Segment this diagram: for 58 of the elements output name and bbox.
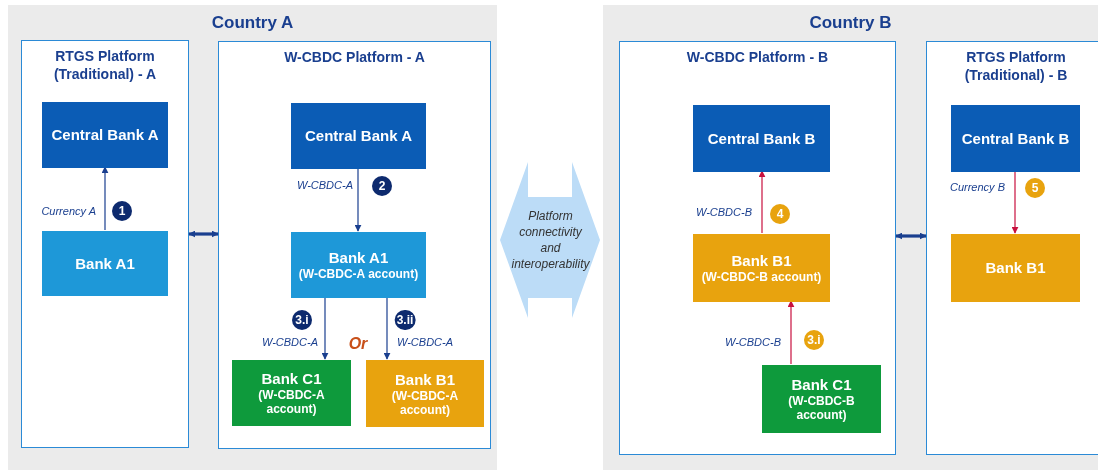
platform-panel xyxy=(218,41,491,449)
or-label: Or xyxy=(348,335,368,353)
arrow xyxy=(895,232,927,240)
bank-box xyxy=(693,234,830,302)
connectivity-text: Platform connectivity and interoperability xyxy=(510,208,591,272)
edge-label: Currency A xyxy=(40,205,97,217)
account-type: (W-CBDC-A account) xyxy=(297,267,420,281)
arrow xyxy=(383,296,391,360)
bank-name: Bank C1 xyxy=(791,376,852,394)
account-type: (W-CBDC-A account) xyxy=(390,388,460,417)
bank-box xyxy=(42,231,168,296)
arrow xyxy=(787,300,795,365)
platform-title: W-CBDC Platform - B xyxy=(685,48,830,66)
bank-box xyxy=(291,103,426,169)
edge-label: W-CBDC-B xyxy=(695,206,753,218)
edge-label: W-CBDC-A xyxy=(261,336,319,348)
bank-name: Bank A1 xyxy=(328,249,389,267)
bank-box xyxy=(951,234,1080,302)
bank-name: Bank B1 xyxy=(395,370,455,389)
edge-label: W-CBDC-A xyxy=(396,336,454,348)
bank-name: Bank B1 xyxy=(985,259,1046,277)
arrow xyxy=(101,166,109,231)
arrow xyxy=(758,170,766,234)
bank-box xyxy=(291,232,426,298)
bank-box xyxy=(693,105,830,172)
platform-panel xyxy=(926,41,1098,455)
bank-box xyxy=(366,360,484,427)
connectivity-double-arrow xyxy=(500,160,601,320)
bank-name: Central Bank B xyxy=(707,129,816,148)
platform-panel xyxy=(21,40,189,448)
edge-label: Currency B xyxy=(948,181,1006,193)
account-type: (W-CBDC-B account) xyxy=(787,394,856,422)
platform-title: RTGS Platform (Traditional) - A xyxy=(52,47,158,83)
bank-box xyxy=(42,102,168,168)
account-type: (W-CBDC-B account) xyxy=(700,270,823,284)
bank-name: Central Bank B xyxy=(961,129,1070,148)
platform-panel xyxy=(619,41,896,455)
arrow xyxy=(354,167,362,232)
bank-box xyxy=(762,365,881,433)
bank-name: Bank C1 xyxy=(261,370,322,388)
account-type: (W-CBDC-A account) xyxy=(257,388,326,416)
bank-name: Central Bank A xyxy=(305,127,412,145)
platform-title: RTGS Platform (Traditional) - B xyxy=(963,48,1069,84)
bank-name: Central Bank A xyxy=(51,126,159,144)
edge-label: W-CBDC-B xyxy=(724,336,782,348)
edge-label: W-CBDC-A xyxy=(296,179,354,191)
arrow xyxy=(1011,170,1019,234)
arrow xyxy=(321,296,329,360)
bank-name: Bank B1 xyxy=(731,252,792,270)
bank-box xyxy=(951,105,1080,172)
country-title: Country B xyxy=(808,13,893,33)
bank-name: Bank A1 xyxy=(75,254,135,273)
country-panel xyxy=(8,5,497,470)
arrow xyxy=(188,230,219,238)
country-title: Country A xyxy=(210,13,295,33)
bank-box xyxy=(232,360,351,426)
country-panel xyxy=(603,5,1098,470)
platform-title: W-CBDC Platform - A xyxy=(283,48,426,66)
